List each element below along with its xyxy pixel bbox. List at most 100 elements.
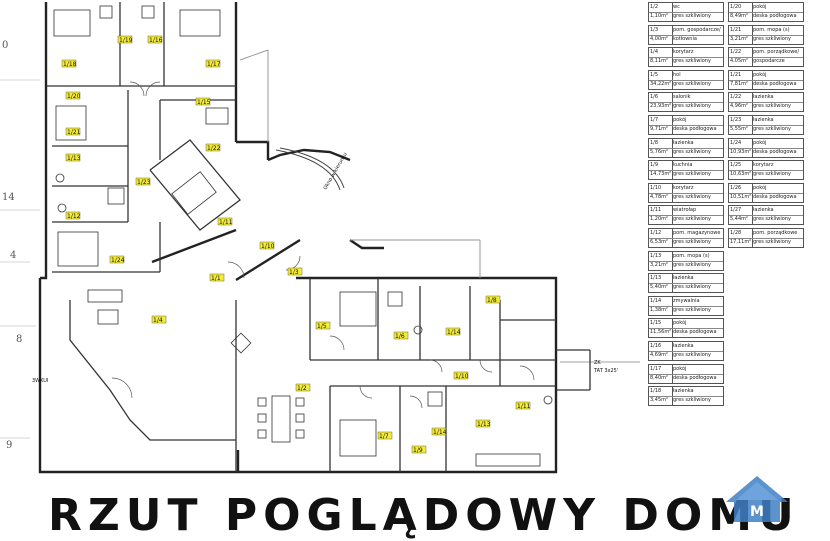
svg-text:1/2: 1/2 — [297, 385, 307, 392]
legend-room-area: 4,78m² — [650, 193, 669, 200]
legend-room-finish: gres szkliwiony — [673, 352, 711, 358]
room-tag: 1/23 — [135, 177, 151, 186]
margin-mark: 9 — [6, 440, 12, 451]
dim-note: ZK — [594, 360, 601, 366]
room-tag: 1/6 — [393, 331, 409, 340]
legend-room-number: 1/25 — [730, 162, 742, 169]
room-tags: 1/18 1/19 1/16 1/17 1/20 1/15 1/21 1/22 … — [61, 35, 531, 454]
legend-room-name: łazienka — [753, 207, 774, 214]
legend-room-area: 3,21m² — [650, 261, 669, 268]
legend-room-finish: gres szkliwiony — [673, 284, 711, 291]
svg-text:1/22: 1/22 — [207, 145, 221, 152]
room-tag: 1/21 — [65, 127, 81, 136]
legend-room-number: 1/17 — [650, 365, 662, 372]
legend-room-name: korytarz — [753, 162, 774, 169]
legend-room-number: 1/21 — [730, 26, 742, 33]
legend-room-name: salonik — [673, 94, 691, 101]
legend-room-area: 4,00m² — [650, 35, 669, 42]
legend-room-finish: gres szkliwiony — [673, 216, 711, 223]
legend-room-name: pom. mopa (s) — [753, 26, 790, 33]
legend-room-finish: gres szkliwiony — [673, 193, 711, 200]
legend-room-area: 3,21m² — [730, 35, 749, 42]
room-tag: 1/14 — [445, 327, 461, 336]
legend-room-name: korytarz — [673, 184, 694, 191]
legend-room-name: zmywalnia — [673, 297, 700, 304]
legend-room-number: 1/22 — [730, 49, 742, 56]
legend-room-finish: gres szkliwiony — [673, 239, 711, 245]
room-tag: 1/11 — [515, 401, 531, 410]
svg-text:1/12: 1/12 — [67, 213, 81, 220]
svg-text:1/4: 1/4 — [153, 317, 163, 324]
legend-room-area: 1,10m² — [650, 13, 669, 19]
shower — [99, 5, 113, 19]
room-tag: 1/24 — [109, 255, 125, 264]
legend-room-number: 1/4 — [650, 49, 659, 56]
legend-room-area: 5,76m² — [650, 148, 669, 155]
svg-text:1/11: 1/11 — [219, 219, 233, 226]
legend-room-area: 10,63m² — [730, 171, 752, 178]
bed — [339, 419, 377, 457]
svg-text:1/8: 1/8 — [487, 297, 497, 304]
room-tag: 1/13 — [65, 153, 81, 162]
margin-mark: 14 — [2, 192, 15, 203]
legend-room-number: 1/20 — [730, 4, 742, 10]
interior-walls — [46, 2, 591, 472]
legend-room-name: łazienka — [673, 343, 694, 349]
legend-room-number: 1/23 — [730, 117, 742, 123]
svg-text:1/10: 1/10 — [261, 243, 275, 250]
legend-room-finish: gres szkliwiony — [753, 126, 791, 132]
legend-room-number: 1/13 — [650, 252, 662, 259]
legend-room-area: 8,49m² — [730, 13, 749, 19]
legend-room-area: 14,73m² — [650, 171, 672, 178]
shower — [141, 5, 155, 19]
legend-room-name: hol — [673, 71, 681, 78]
legend-room-area: 4,96m² — [730, 103, 749, 110]
legend-room-name: pokój — [673, 365, 687, 372]
legend-room-number: 1/16 — [650, 343, 662, 349]
svg-text:1/20: 1/20 — [67, 93, 81, 100]
svg-text:1/6: 1/6 — [395, 333, 405, 340]
legend-room-finish: gres szkliwiony — [673, 261, 711, 268]
legend-room-area: 5,55m² — [730, 126, 749, 132]
legend-room-area: 3,45m² — [650, 397, 669, 404]
legend-room-name: pom. mopa (s) — [673, 252, 710, 259]
svg-text:1/23: 1/23 — [137, 179, 151, 186]
legend-room-name: pokój — [753, 71, 767, 78]
legend-room-area: 10,51m² — [730, 193, 752, 200]
walls — [38, 2, 558, 474]
room-tag: 1/22 — [205, 143, 221, 152]
svg-text:1/14: 1/14 — [447, 329, 461, 336]
legend-room-finish: gres szkliwiony — [673, 44, 723, 45]
legend-room-name: pokój — [753, 184, 767, 191]
legend-room-number: 1/18 — [650, 388, 662, 395]
legend-room-finish: gres szkliwiony — [753, 171, 791, 178]
svg-text:1/19: 1/19 — [119, 37, 133, 44]
legend-room-number: 1/11 — [650, 207, 662, 214]
bed — [57, 231, 99, 267]
legend-room-number: 1/24 — [730, 139, 742, 146]
legend-room-name: łazienka — [753, 94, 774, 101]
room-tag: 1/15 — [195, 97, 211, 106]
room-tag: 1/14 — [431, 427, 447, 436]
svg-text:1/13: 1/13 — [477, 421, 491, 428]
legend-room-finish: gres szkliwiony — [673, 80, 711, 87]
legend-room-area: 7,81m² — [730, 80, 749, 87]
slope-note: TAT 3x25' — [593, 368, 618, 374]
legend-room-finish: gres szkliwiony — [673, 397, 711, 404]
legend-room-name: kuchnia — [673, 162, 693, 169]
legend-room-finish: gres szkliwiony — [753, 35, 791, 42]
legend-room-area: 11,56m² — [650, 329, 672, 336]
legend-room-area: 4,69m² — [650, 352, 669, 358]
